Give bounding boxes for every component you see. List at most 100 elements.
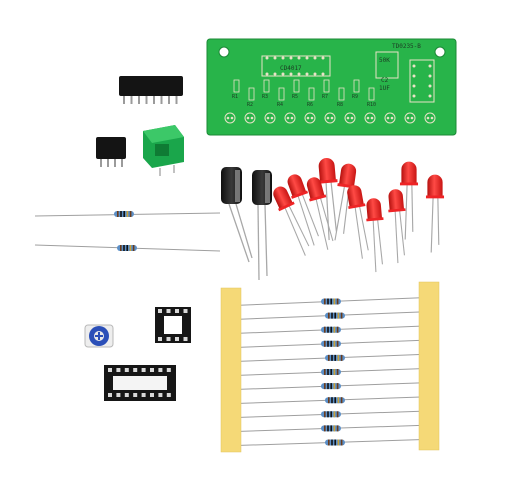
led-lead [430,197,434,253]
resistor-band [123,211,125,217]
pcb-pad [366,116,370,120]
pcb-pad [428,64,432,68]
resistor-band [330,298,332,305]
pcb-resistor-footprint [233,79,240,93]
led [287,174,319,246]
pcb-resistor-label: R10 [367,102,376,108]
socket-hole [166,393,171,397]
pcb-resistor-label: R1 [232,94,238,100]
pcb-pad [226,116,230,120]
resistor-band [327,298,329,305]
pcb-led-footprint [304,112,316,124]
socket-hole [166,337,171,341]
pcb-resistor-footprint [293,79,300,93]
pcb-pad [305,56,309,60]
led-rim [291,190,309,199]
led-lead [354,206,363,259]
resistor-band [336,326,339,333]
led-lead [330,181,337,232]
resistor-taped [321,326,341,333]
resistor-band [330,411,332,418]
pcb-led-pads [224,112,436,124]
resistor-band [333,369,336,375]
socket-hole [150,368,154,372]
pcb-pad [430,116,434,120]
pcb-resistor-label: R6 [307,102,313,108]
ic-pin [121,159,123,167]
ic-dip-8 [96,137,126,167]
resistor-band [333,340,336,347]
socket-hole [133,368,138,372]
pcb-resistor-label: R4 [277,102,283,108]
led-rim [399,182,419,186]
led [388,189,406,264]
pcb-led-footprint [224,112,236,124]
pcb-resistor-label: R9 [352,94,358,100]
pcb-pad [289,72,293,76]
pcb-silk-label-cap-value: 1UF [379,85,390,92]
tape-right [418,281,440,451]
resistor-band [328,312,330,319]
socket-hole [166,368,171,372]
resistor-band [336,425,339,432]
resistor-taped [321,425,341,432]
pcb-mount-hole [218,46,230,58]
pcb-pad [313,56,317,60]
ic-dip-16 [119,76,183,104]
pcb-led-footprint [384,112,396,124]
pcb-pad [310,116,314,120]
led-lead [334,185,346,241]
resistor-band [330,369,332,375]
ic-pin [114,159,116,167]
resistor-band [129,245,132,251]
pcb-silk-label-top: TD0235-B [392,43,421,50]
pcb-pad [246,116,250,120]
socket-hole [183,309,188,313]
pcb-pad [321,72,325,76]
led-lead [437,197,440,245]
resistor-band [324,369,326,375]
led-lead [399,210,405,256]
resistor-band [334,397,336,404]
led-lead [325,182,330,241]
led [399,161,419,240]
pcb-pad [265,72,269,76]
resistor-taped [321,411,341,418]
pcb-pad [281,56,285,60]
resistor-band [333,383,336,390]
led-rim [278,201,295,212]
ic-pin [100,159,102,167]
pcb-silk-label-cap: C2 [381,77,389,84]
pcb-resistor-footprint [248,87,255,101]
pcb-pad [289,56,293,60]
led-lead [319,197,334,242]
led-rim [425,195,445,199]
resistor-band [334,439,336,446]
resistor-band [324,425,326,432]
resistor-band [328,439,330,446]
resistor-band [330,326,332,333]
pcb-pad [265,56,269,60]
trimmer-potentiometer [84,324,114,348]
pcb-board: TD0235-B CD4017 50K C2 1UF R1R2R3R4R5R6R… [206,38,457,136]
ic-pin [123,96,125,104]
pcb-pad [428,74,432,78]
pcb-resistor-label: R3 [262,94,268,100]
resistor-band [333,298,336,305]
pcb-pad [412,94,416,98]
pcb-pad [273,56,277,60]
pcb-resistor-label: R5 [292,94,298,100]
resistor-band [324,340,326,347]
pcb-pad [281,72,285,76]
resistor-band [334,354,336,361]
pcb-led-footprint [344,112,356,124]
resistor-taped [325,312,345,319]
pcb-silk-label-pot: 50K [379,57,390,64]
resistor-band [324,326,326,333]
resistor-band [328,397,330,404]
pcb-pad [370,116,374,120]
led-body [366,198,383,221]
socket-hole [175,309,179,313]
resistor-band [331,354,333,361]
pcb-resistor-footprint [278,87,285,101]
